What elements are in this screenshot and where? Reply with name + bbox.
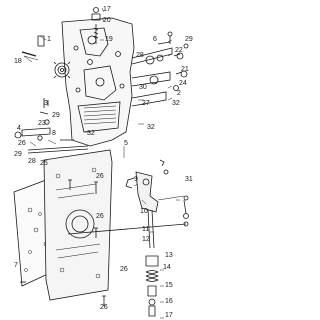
callout-9: 9 bbox=[134, 176, 138, 183]
bolts bbox=[20, 179, 106, 306]
lower-valve-body bbox=[13, 149, 113, 301]
callout-29-left: 29 bbox=[52, 112, 60, 119]
gear-assembly bbox=[53, 61, 71, 79]
callout-4: 4 bbox=[17, 125, 21, 132]
callout-2: 2 bbox=[177, 90, 181, 97]
callout-15: 15 bbox=[165, 282, 173, 289]
callout-3: 3 bbox=[44, 100, 48, 107]
leader-lines bbox=[23, 7, 180, 319]
callout-13: 13 bbox=[165, 252, 173, 259]
callout-26-low: 26 bbox=[96, 213, 104, 220]
callout-1: 1 bbox=[47, 36, 51, 43]
callout-25: 25 bbox=[40, 160, 48, 167]
callout-22: 22 bbox=[175, 47, 183, 54]
callout-32-center: 32 bbox=[147, 124, 155, 131]
callout-24: 24 bbox=[179, 80, 187, 87]
callout-7: 7 bbox=[14, 262, 18, 269]
callout-6: 6 bbox=[153, 36, 157, 43]
callout-18: 18 bbox=[14, 58, 22, 65]
diagram-artwork bbox=[13, 7, 189, 319]
callout-5: 5 bbox=[124, 140, 128, 147]
callout-26-mid: 26 bbox=[96, 173, 104, 180]
callout-12: 12 bbox=[142, 236, 150, 243]
spring-stack bbox=[145, 159, 169, 317]
callout-17: 17 bbox=[103, 6, 111, 13]
lever-assembly bbox=[125, 171, 189, 249]
callout-11: 11 bbox=[142, 226, 150, 233]
callout-32-lower: 32 bbox=[87, 130, 95, 137]
callout-26-bottom: 26 bbox=[120, 266, 128, 273]
callout-31: 31 bbox=[185, 176, 193, 183]
callout-32-right: 32 bbox=[172, 100, 180, 107]
small-pins bbox=[21, 35, 50, 141]
callout-17-bottom: 17 bbox=[165, 312, 173, 319]
top-plug bbox=[91, 7, 101, 44]
callout-20: 20 bbox=[103, 17, 111, 24]
callout-28: 28 bbox=[136, 52, 144, 59]
callout-27: 27 bbox=[142, 100, 150, 107]
callout-14: 14 bbox=[163, 264, 171, 271]
callout-26-foot: 26 bbox=[100, 304, 108, 311]
callout-10: 10 bbox=[140, 208, 148, 215]
callout-29-bottom: 29 bbox=[14, 151, 22, 158]
long-rod bbox=[67, 223, 187, 235]
callout-16: 16 bbox=[165, 298, 173, 305]
callout-28-left: 28 bbox=[28, 158, 36, 165]
callout-30: 30 bbox=[139, 84, 147, 91]
callout-8: 8 bbox=[52, 130, 56, 137]
callout-26-top: 26 bbox=[18, 140, 26, 147]
callout-19: 19 bbox=[105, 36, 113, 43]
exploded-parts-diagram: 17 20 19 1 6 29 22 28 18 21 24 30 2 3 27… bbox=[13, 6, 193, 319]
upper-valve-body bbox=[61, 17, 135, 147]
spool-valves bbox=[131, 31, 189, 107]
callout-23: 23 bbox=[38, 120, 46, 127]
valve-rods bbox=[14, 127, 89, 154]
callout-29-top: 29 bbox=[185, 36, 193, 43]
callout-21: 21 bbox=[181, 66, 189, 73]
